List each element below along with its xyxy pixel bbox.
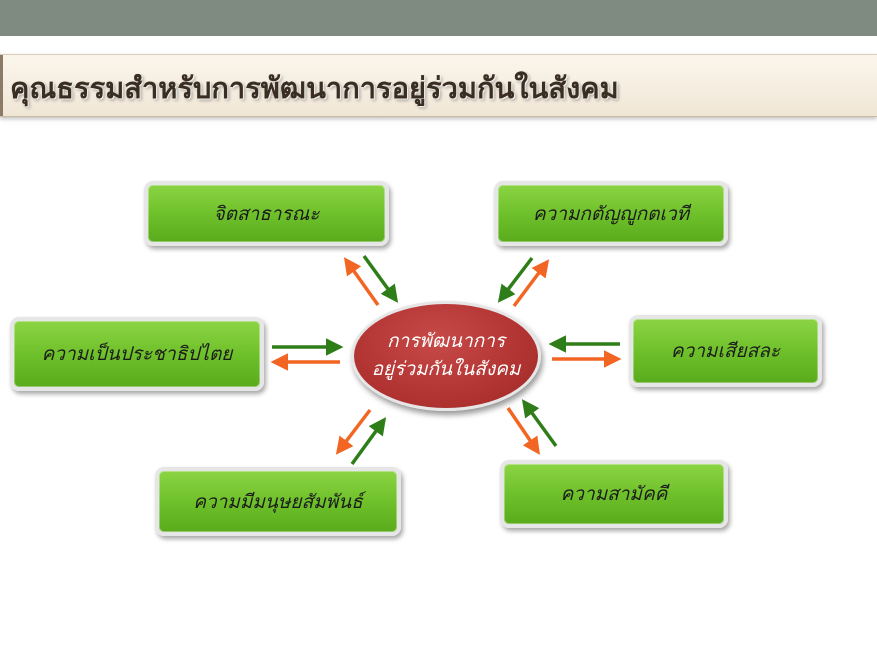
title-bar-accent bbox=[0, 55, 3, 116]
node-sacrifice: ความเสียสละ bbox=[629, 315, 822, 387]
arrow-orange-gratitude bbox=[512, 259, 550, 308]
arrow-green-unity bbox=[521, 399, 558, 448]
arrow-orange-human-relations bbox=[335, 408, 372, 455]
arrow-green-gratitude bbox=[497, 256, 534, 303]
arrow-green-public-mind bbox=[362, 254, 399, 303]
center-line-2: อยู่ร่วมกันในสังคม bbox=[371, 358, 521, 380]
center-ellipse: การพัฒนาการ อยู่ร่วมกันในสังคม bbox=[351, 301, 541, 411]
node-public-mind: จิตสาธารณะ bbox=[144, 181, 389, 246]
arrow-orange-unity bbox=[506, 407, 540, 455]
center-line-1: การพัฒนาการ bbox=[386, 330, 506, 353]
slide-title: คุณธรรมสำหรับการพัฒนาการอยู่ร่วมกันในสัง… bbox=[10, 71, 619, 105]
node-gratitude: ความกตัญญูกตเวที bbox=[494, 181, 728, 246]
arrow-green-human-relations bbox=[350, 417, 387, 466]
title-bar: คุณธรรมสำหรับการพัฒนาการอยู่ร่วมกันในสัง… bbox=[0, 54, 877, 117]
node-democracy: ความเป็นประชาธิปไตย bbox=[10, 317, 264, 391]
node-human-relations: ความมีมนุษยสัมพันธ์ bbox=[155, 467, 401, 536]
node-unity: ความสามัคคี bbox=[500, 460, 728, 528]
top-bar bbox=[0, 0, 877, 36]
arrow-orange-public-mind bbox=[343, 257, 380, 307]
